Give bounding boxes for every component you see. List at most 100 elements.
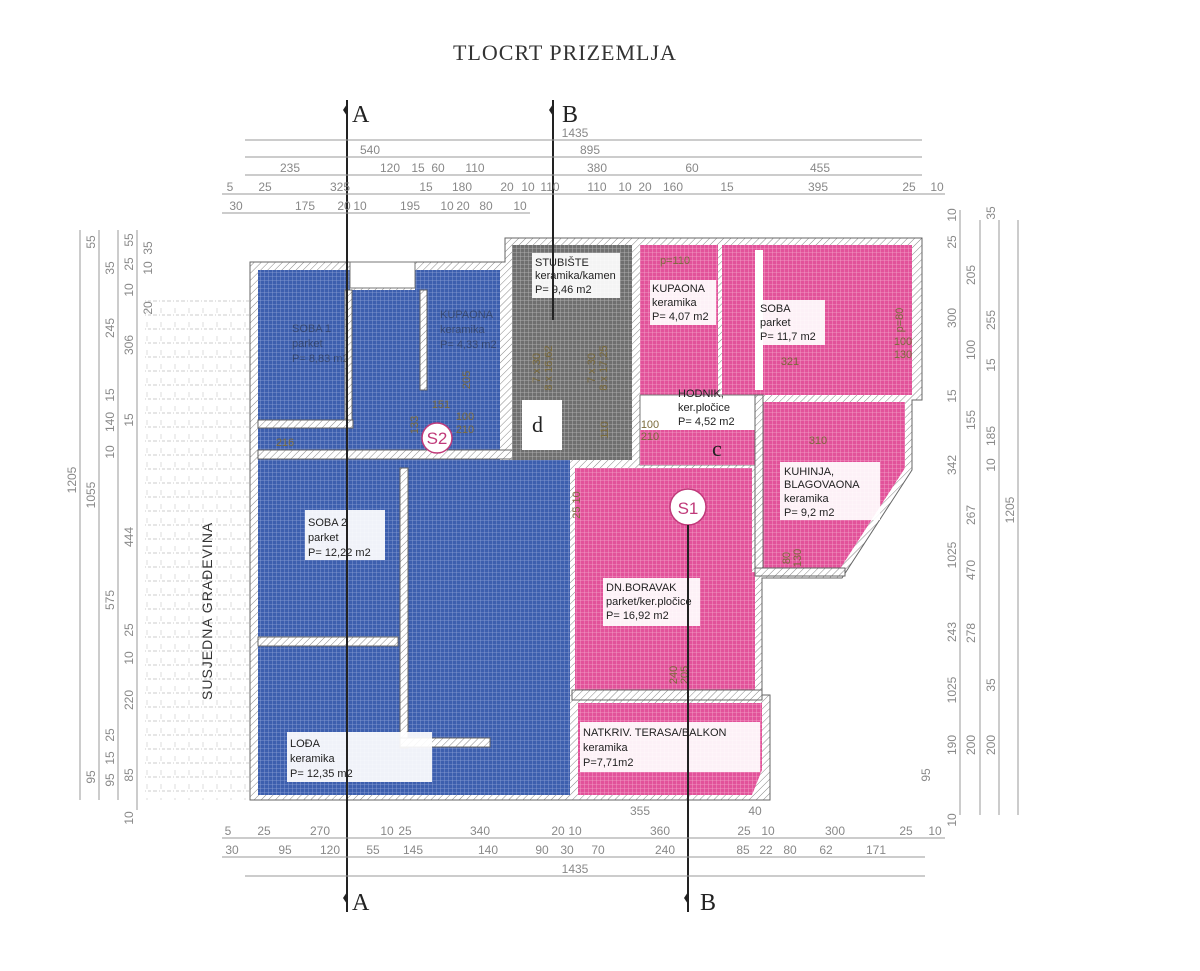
door-dimension-mark: 133: [409, 416, 421, 434]
door-dimension-mark: 100: [456, 411, 474, 423]
room-floor: keramika: [784, 493, 830, 505]
dimension-label: 5: [225, 824, 232, 838]
room-stubiste: STUBIŠTE keramika/kamen P= 9,46 m2: [532, 253, 620, 298]
dimension-label: 95: [919, 768, 933, 782]
dimension-label: 140: [478, 843, 498, 857]
dimension-label: 25: [398, 824, 412, 838]
room-hodnik: HODNIK, ker.pločice P= 4,52 m2: [678, 388, 735, 428]
dimension-label: 235: [280, 161, 300, 175]
dimension-label: 20: [500, 180, 514, 194]
dimension-label: 195: [400, 199, 420, 213]
dimension-label: 200: [984, 735, 998, 755]
dimension-label: 140: [103, 412, 117, 432]
dimension-label: 55: [366, 843, 380, 857]
dimension-label: 200: [964, 735, 978, 755]
dimension-label: 355: [630, 804, 650, 818]
dimension-label: 30: [560, 843, 574, 857]
dimension-label: 10: [141, 261, 155, 275]
dimension-label: 255: [984, 310, 998, 330]
dimension-label: 110: [465, 161, 484, 175]
dimension-label: 25: [258, 180, 272, 194]
room-name: HODNIK,: [678, 388, 724, 400]
dimension-label: 270: [310, 824, 330, 838]
dimension-label: 95: [84, 770, 98, 784]
dimension-label: 240: [655, 843, 675, 857]
room-terasa: NATKRIV. TERASA/BALKON keramika P=7,71m2: [580, 722, 760, 772]
dimension-label: 15: [103, 388, 117, 402]
dimension-label: 15: [720, 180, 734, 194]
door-dimension-mark: 240: [668, 666, 680, 684]
dimension-label: 80: [479, 199, 493, 213]
door-dimension-mark: 205: [679, 666, 691, 684]
dimension-label: 395: [808, 180, 828, 194]
dimension-label: 10: [761, 824, 775, 838]
door-dimension-mark: 321: [781, 356, 799, 368]
dimension-label: 278: [964, 623, 978, 643]
door-dimension-mark: 100: [894, 336, 912, 348]
room-name: KUPAONA: [440, 309, 494, 321]
room-kuhinja: KUHINJA, BLAGOVAONA keramika P= 9,2 m2: [780, 462, 880, 520]
drawing-title: TLOCRT PRIZEMLJA: [453, 40, 677, 65]
dimension-label: 10: [521, 180, 535, 194]
unit-label: S2: [427, 429, 448, 448]
dimension-label: 180: [452, 180, 472, 194]
door-dimension-mark: p=110: [660, 255, 690, 267]
room-floor: keramika: [583, 742, 629, 754]
dimension-label: 10: [984, 458, 998, 472]
dimension-label: 1025: [945, 541, 959, 568]
dimension-label: 120: [380, 161, 400, 175]
room-name: NATKRIV. TERASA/BALKON: [583, 727, 727, 739]
dimension-label: 35: [103, 261, 117, 275]
dimension-label: 25: [902, 180, 916, 194]
door-dimension-mark: 216: [276, 437, 294, 449]
dimension-label: 10: [122, 651, 136, 665]
dimension-label: 20: [456, 199, 470, 213]
dimension-label: 10: [945, 813, 959, 827]
room-floor: keramika: [652, 297, 698, 309]
room-floor: parket: [760, 317, 791, 329]
dimension-label: 185: [984, 426, 998, 446]
dimension-label: 25: [103, 728, 117, 742]
room-name: SOBA 1: [292, 323, 331, 335]
dimension-label: 470: [964, 560, 978, 580]
room-area: P= 4,07 m2: [652, 311, 709, 323]
dimension-label: 10: [122, 283, 136, 297]
room-kupaona-s2: KUPAONA keramika P= 4,33 m2: [440, 309, 497, 351]
dimension-label: 220: [122, 690, 136, 710]
dimension-label: 15: [945, 389, 959, 403]
dimension-label: 160: [663, 180, 683, 194]
room-kupaona: KUPAONA keramika P= 4,07 m2: [650, 280, 716, 325]
door-dimension-mark: 130: [792, 549, 804, 567]
neighbor-building: SUSJEDNA GRAĐEVINA: [145, 300, 250, 800]
room-name: KUHINJA,: [784, 466, 834, 478]
dimension-label: 171: [866, 843, 886, 857]
room-boravak: DN.BORAVAK parket/ker.pločice P= 16,92 m…: [603, 578, 700, 626]
dimension-label: 145: [403, 843, 423, 857]
dimension-label: 70: [591, 843, 605, 857]
dimension-label: 1205: [1003, 496, 1017, 523]
dimension-label: 444: [122, 527, 136, 547]
room-area: P= 11,7 m2: [760, 331, 816, 343]
door-dimension-mark: 205: [461, 371, 473, 389]
section-a-bottom-label: A: [352, 890, 370, 916]
dimension-label: 120: [320, 843, 340, 857]
dimension-label: 30: [229, 199, 243, 213]
dimension-label: 22: [759, 843, 773, 857]
dimension-label: 85: [736, 843, 750, 857]
room-floor: parket: [292, 338, 323, 350]
door-dimension-mark: 100: [641, 419, 659, 431]
room-name: SOBA: [760, 303, 791, 315]
dimension-label: 100: [964, 340, 978, 360]
door-dimension-mark: p=80: [894, 308, 906, 333]
room-area: P= 12,35 m2: [290, 768, 353, 780]
dimension-label: 55: [122, 233, 136, 247]
neighbor-label: SUSJEDNA GRAĐEVINA: [199, 522, 215, 700]
door-dimension-mark: 210: [641, 431, 659, 443]
dimension-label: 380: [587, 161, 607, 175]
room-area: P= 9,2 m2: [784, 507, 834, 519]
dimension-label: 15: [411, 161, 425, 175]
dimension-label: 10: [618, 180, 632, 194]
marker-d: d: [532, 412, 543, 437]
dimension-label: 15: [103, 751, 117, 765]
